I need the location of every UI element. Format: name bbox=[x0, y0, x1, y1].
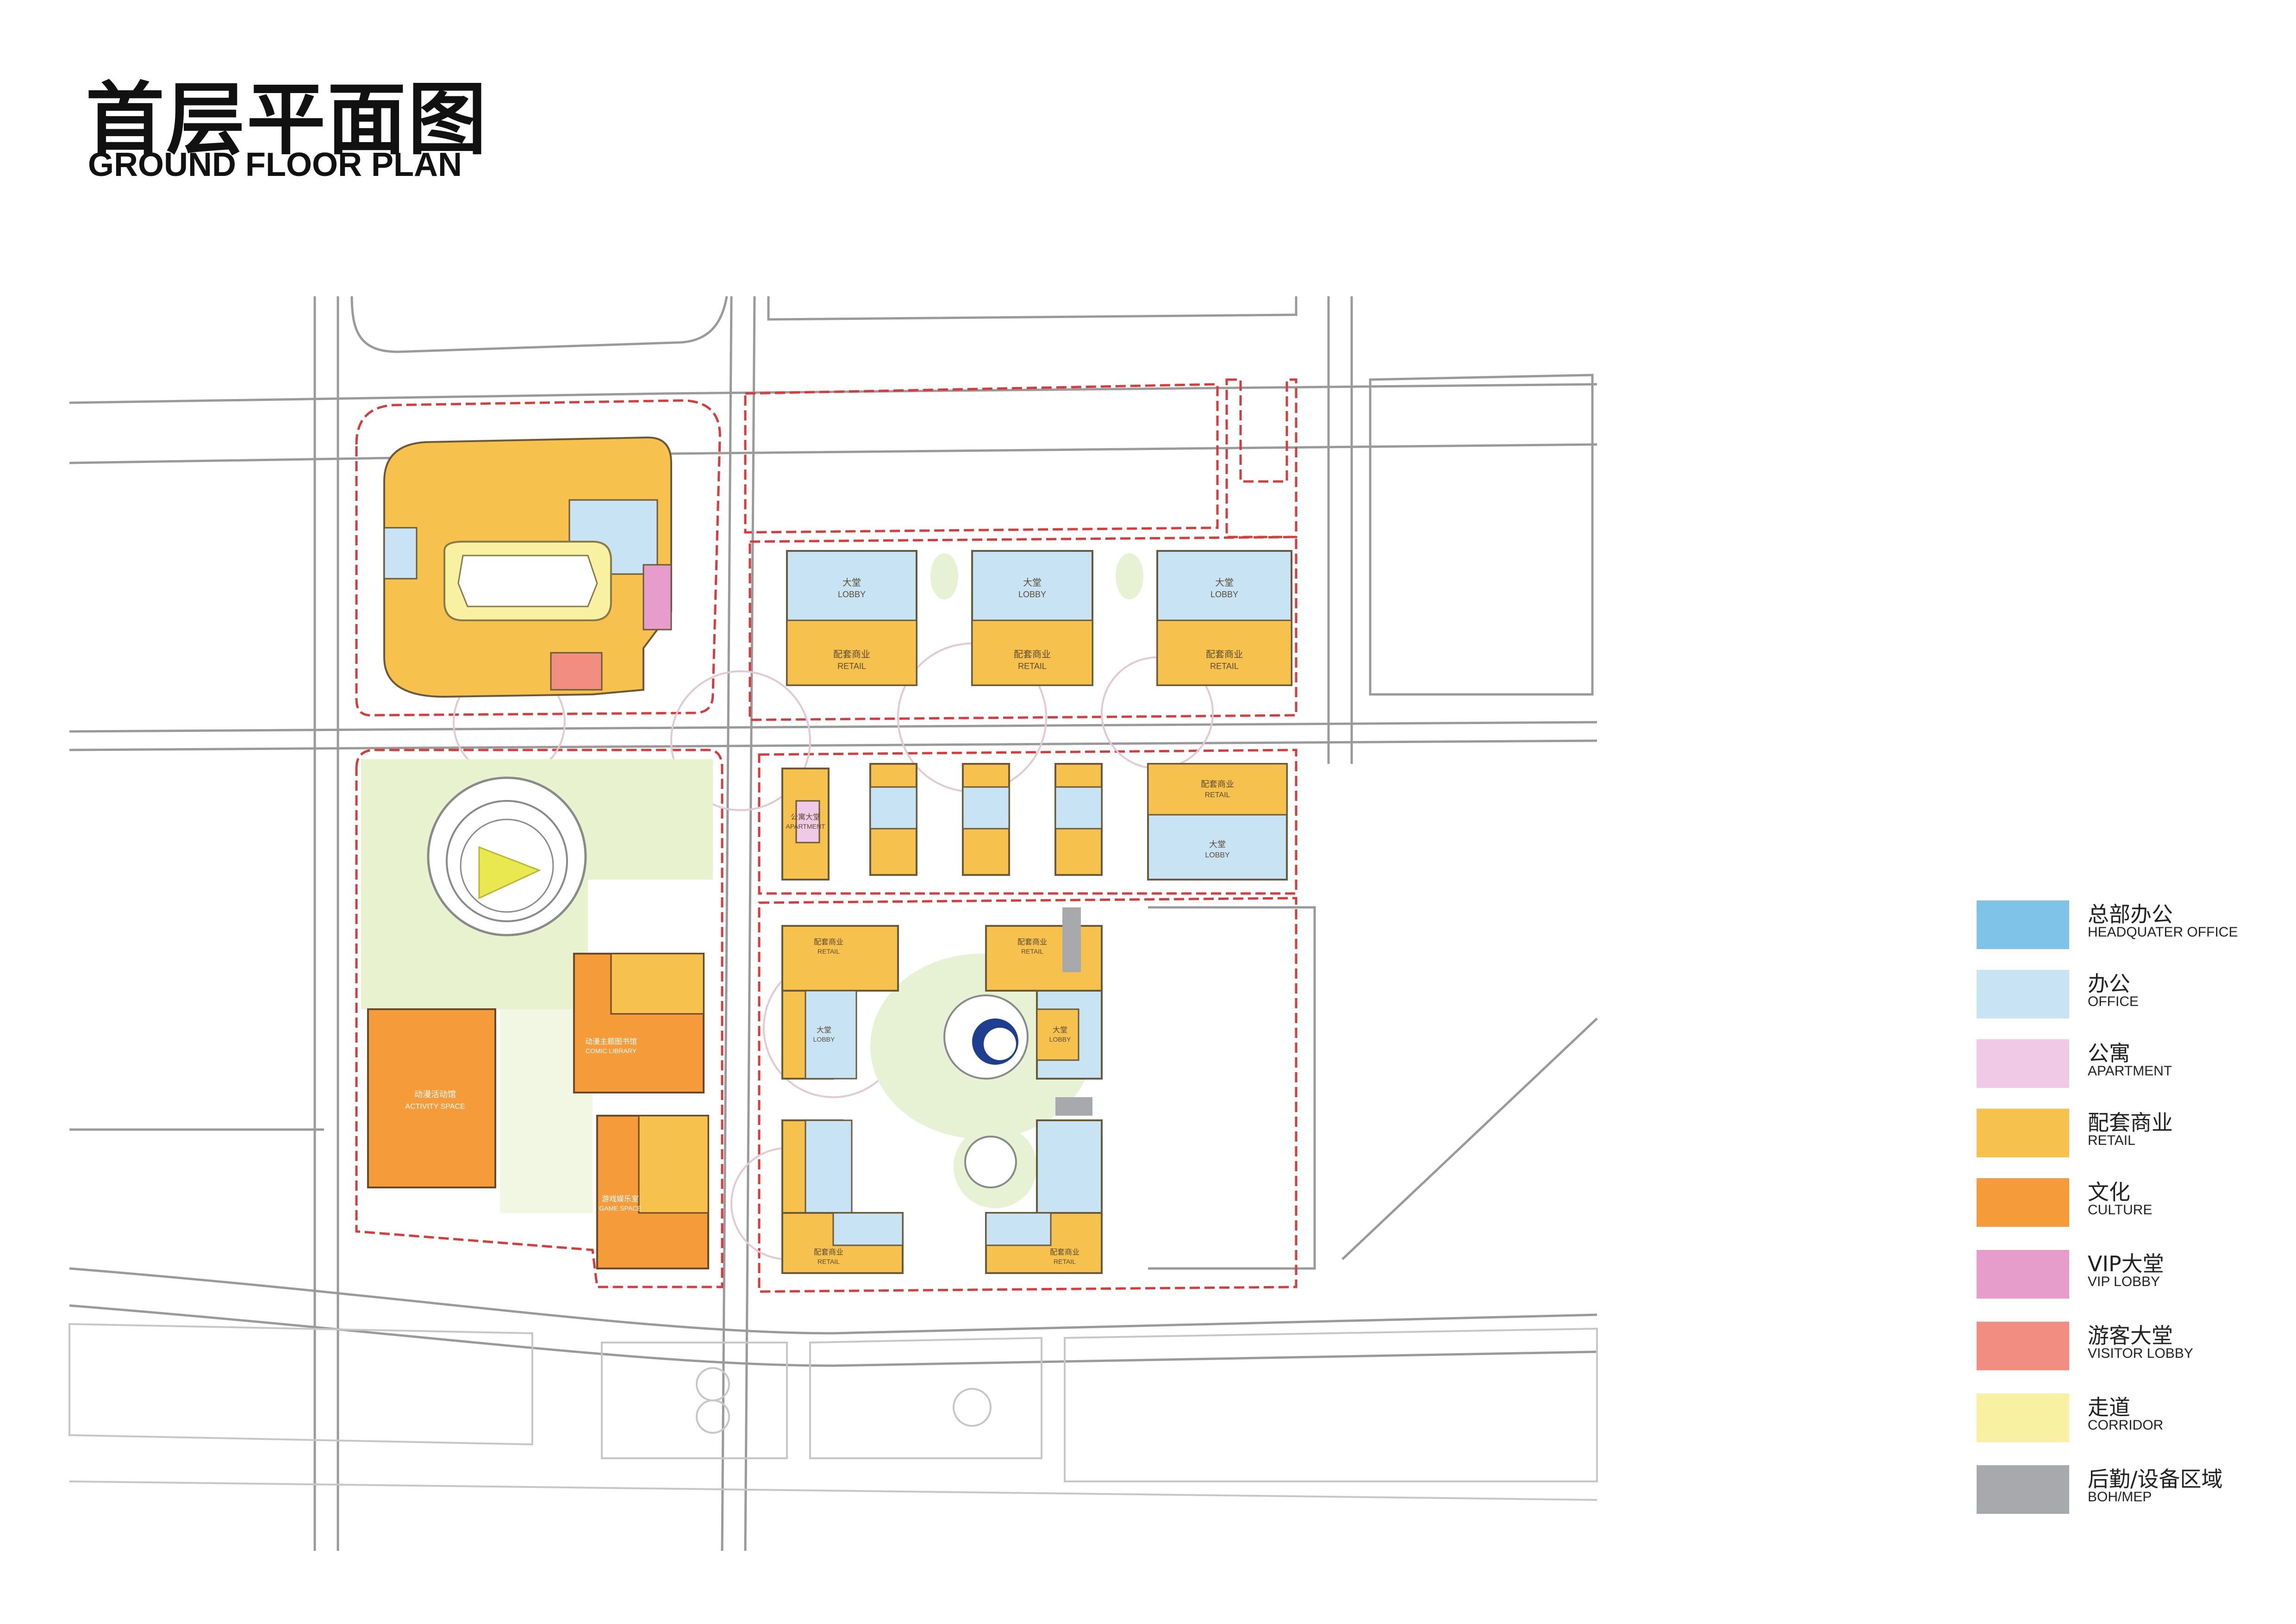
apartment-lobby-en: APARTMENT bbox=[786, 823, 825, 830]
north-lobby-1-cn: 大堂 bbox=[842, 577, 861, 588]
legend-label-en: RETAIL bbox=[2088, 1133, 2135, 1148]
page-title-en: GROUND FLOOR PLAN bbox=[88, 146, 462, 183]
mid-lobby-en: LOBBY bbox=[1205, 851, 1230, 859]
culture-block: 动漫活动馆 ACTIVITY SPACE 动漫主题图书馆 COMIC LIBRA… bbox=[367, 776, 709, 1269]
legend-swatch bbox=[1977, 1465, 2069, 1514]
north-retail-1-en: RETAIL bbox=[837, 662, 866, 671]
se-lobby-1-cn: 大堂 bbox=[817, 1026, 831, 1034]
se-office-cluster: 配套商业 RETAIL 配套商业 RETAIL 大堂 LOBBY 大堂 LOBB… bbox=[781, 907, 1103, 1274]
legend-label-en: APARTMENT bbox=[2088, 1063, 2172, 1079]
legend-label-cn: 办公 bbox=[2088, 971, 2130, 996]
legend-swatch bbox=[1977, 1322, 2069, 1370]
legend-label-en: OFFICE bbox=[2088, 994, 2139, 1009]
legend-label-cn: 文化 bbox=[2088, 1180, 2130, 1205]
north-retail-2-en: RETAIL bbox=[1018, 662, 1047, 671]
legend-label-cn: VIP大堂 bbox=[2088, 1251, 2164, 1276]
north-lobby-1-en: LOBBY bbox=[838, 590, 866, 599]
se-lobby-2-en: LOBBY bbox=[1049, 1036, 1071, 1043]
mid-retail-cn: 配套商业 bbox=[1201, 780, 1234, 789]
se-retail-1-en: RETAIL bbox=[817, 948, 840, 955]
legend-swatch bbox=[1977, 1178, 2069, 1227]
southern-context bbox=[69, 1323, 1598, 1501]
legend-label-en: VISITOR LOBBY bbox=[2088, 1346, 2193, 1361]
se-retail-3-en: RETAIL bbox=[817, 1258, 840, 1265]
activity-space-cn: 动漫活动馆 bbox=[414, 1090, 456, 1099]
page-title-cn: 首层平面图 bbox=[86, 74, 489, 166]
se-retail-3-cn: 配套商业 bbox=[814, 1248, 843, 1256]
north-retail-3-en: RETAIL bbox=[1210, 662, 1239, 671]
north-office-row: 大堂 LOBBY 配套商业 RETAIL 大堂 LOBBY 配套商业 RETAI… bbox=[786, 550, 1292, 686]
se-retail-1-cn: 配套商业 bbox=[814, 938, 843, 946]
legend-swatch bbox=[1977, 900, 2069, 949]
middle-tower-row: 公寓大堂 APARTMENT 配套商业 RETAIL 大堂 LOBBY bbox=[781, 763, 1288, 881]
legend-label-cn: 后勤/设备区域 bbox=[2088, 1467, 2223, 1492]
legend-label-cn: 公寓 bbox=[2088, 1041, 2130, 1066]
north-retail-2-cn: 配套商业 bbox=[1014, 649, 1051, 660]
legend-swatch bbox=[1977, 970, 2069, 1018]
comic-library-cn: 动漫主题图书馆 bbox=[585, 1037, 637, 1046]
north-lobby-2-en: LOBBY bbox=[1018, 590, 1046, 599]
north-retail-1-cn: 配套商业 bbox=[833, 649, 870, 660]
mid-lobby-cn: 大堂 bbox=[1209, 840, 1226, 849]
legend-label-en: HEADQUATER OFFICE bbox=[2088, 924, 2238, 940]
legend-label-cn: 游客大堂 bbox=[2088, 1323, 2173, 1348]
activity-space-en: ACTIVITY SPACE bbox=[405, 1103, 465, 1111]
legend-label-cn: 走道 bbox=[2088, 1395, 2130, 1420]
legend-label-en: BOH/MEP bbox=[2088, 1489, 2152, 1505]
legend-label-cn: 总部办公 bbox=[2088, 902, 2173, 927]
north-lobby-3-en: LOBBY bbox=[1210, 590, 1238, 599]
se-retail-4-cn: 配套商业 bbox=[1050, 1248, 1079, 1256]
legend-label-cn: 配套商业 bbox=[2088, 1110, 2173, 1135]
mid-retail-en: RETAIL bbox=[1205, 791, 1230, 799]
apartment-lobby-cn: 公寓大堂 bbox=[791, 813, 820, 821]
comic-library-en: COMIC LIBRARY bbox=[586, 1047, 637, 1055]
legend-label-en: CORRIDOR bbox=[2088, 1418, 2164, 1433]
legend-swatch bbox=[1977, 1039, 2069, 1088]
legend-swatch bbox=[1977, 1109, 2069, 1157]
block-nw-building bbox=[383, 436, 672, 698]
game-space-en: GAME SPACE bbox=[599, 1205, 642, 1212]
north-retail-3-cn: 配套商业 bbox=[1206, 649, 1243, 660]
se-retail-4-en: RETAIL bbox=[1054, 1258, 1076, 1265]
north-lobby-3-cn: 大堂 bbox=[1215, 577, 1234, 588]
legend-label-en: CULTURE bbox=[2088, 1202, 2152, 1218]
se-retail-2-cn: 配套商业 bbox=[1017, 938, 1047, 946]
legend-swatch bbox=[1977, 1393, 2069, 1442]
se-lobby-1-en: LOBBY bbox=[813, 1036, 835, 1043]
se-lobby-2-cn: 大堂 bbox=[1053, 1026, 1067, 1034]
road-network bbox=[69, 296, 1598, 1551]
legend-swatch bbox=[1977, 1250, 2069, 1299]
game-space-cn: 游戏娱乐室 bbox=[602, 1195, 639, 1203]
se-retail-2-en: RETAIL bbox=[1021, 948, 1043, 955]
north-lobby-2-cn: 大堂 bbox=[1023, 577, 1042, 588]
legend-label-en: VIP LOBBY bbox=[2088, 1274, 2160, 1289]
